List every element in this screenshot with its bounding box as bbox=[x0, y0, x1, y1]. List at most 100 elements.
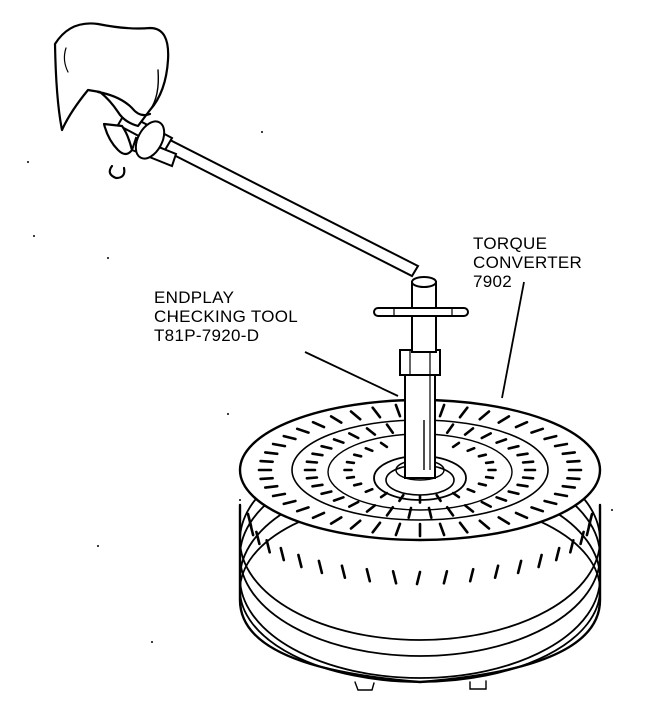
vent-slot bbox=[347, 432, 360, 440]
endplay-tool-name-line2: CHECKING TOOL bbox=[154, 307, 299, 326]
vent-slot bbox=[297, 553, 303, 569]
vent-slot bbox=[568, 538, 575, 554]
vent-slot bbox=[468, 567, 475, 583]
vent-slot bbox=[514, 511, 529, 520]
vent-slot bbox=[332, 495, 345, 502]
vent-slot bbox=[329, 516, 343, 525]
vent-slot bbox=[477, 482, 488, 487]
vent-slot bbox=[311, 420, 326, 429]
vent-slot bbox=[295, 427, 310, 434]
vent-slot bbox=[458, 406, 469, 419]
vent-slot bbox=[364, 487, 374, 494]
vent-slot bbox=[282, 434, 297, 441]
vent-slot bbox=[332, 438, 345, 445]
vent-slot bbox=[478, 410, 491, 421]
vent-slot bbox=[451, 441, 461, 449]
vent-slot bbox=[394, 522, 402, 537]
vent-slot bbox=[385, 423, 395, 435]
vent-slot bbox=[521, 460, 535, 464]
scan-speckles bbox=[27, 131, 613, 643]
torque-converter-part-number: 7902 bbox=[473, 272, 513, 291]
vent-slot bbox=[530, 506, 545, 513]
vent-slot bbox=[466, 446, 476, 453]
vent-slot bbox=[371, 521, 382, 534]
vent-slot bbox=[263, 451, 279, 456]
vent-slot bbox=[579, 530, 585, 546]
vent-slot bbox=[435, 493, 442, 503]
vent-slot bbox=[371, 406, 382, 419]
vent-slot bbox=[259, 459, 274, 464]
vent-slot bbox=[391, 569, 398, 585]
vent-slot bbox=[458, 521, 469, 534]
vent-slot bbox=[347, 500, 360, 508]
vent-slot bbox=[516, 483, 529, 488]
vent-slot bbox=[364, 446, 374, 453]
vent-slot bbox=[415, 570, 422, 586]
vent-slot bbox=[484, 475, 495, 480]
endplay-tool-icon bbox=[373, 276, 469, 479]
vent-slot bbox=[507, 490, 520, 496]
t-handle-icon bbox=[116, 111, 420, 278]
vent-slot bbox=[507, 444, 520, 450]
vent-slot bbox=[271, 442, 287, 448]
vent-slot bbox=[259, 476, 274, 481]
vent-slot bbox=[271, 492, 287, 498]
vent-slot bbox=[345, 460, 356, 465]
vent-slot bbox=[365, 504, 377, 513]
vent-slot bbox=[554, 546, 561, 562]
vent-slot bbox=[466, 487, 476, 494]
vent-slot bbox=[265, 538, 272, 554]
vent-slot bbox=[427, 506, 433, 520]
vent-slot bbox=[352, 453, 363, 458]
vent-slot bbox=[311, 483, 324, 488]
vent-slot bbox=[379, 491, 389, 499]
vent-slot bbox=[463, 504, 475, 513]
torque-converter-callout: TORQUE CONVERTER 7902 bbox=[473, 234, 582, 291]
vent-slot bbox=[553, 492, 569, 498]
torque-converter-name-line2: CONVERTER bbox=[473, 253, 583, 272]
vent-slot bbox=[561, 484, 577, 489]
vent-slot bbox=[442, 569, 449, 585]
vent-slot bbox=[279, 546, 286, 562]
vent-slot bbox=[407, 506, 413, 520]
vent-slot bbox=[352, 482, 363, 487]
vent-slot bbox=[349, 410, 362, 421]
vent-slot bbox=[566, 459, 581, 464]
vent-slot bbox=[385, 505, 395, 517]
vent-slot bbox=[478, 519, 491, 530]
vent-slot bbox=[497, 415, 511, 424]
endplay-tool-part-number: T81P-7920-D bbox=[154, 326, 260, 345]
vent-slot bbox=[349, 519, 362, 530]
vent-slot bbox=[282, 499, 297, 506]
vent-slot bbox=[516, 559, 523, 575]
vent-slot bbox=[320, 444, 333, 450]
vent-slot bbox=[295, 506, 310, 513]
vent-slot bbox=[537, 553, 543, 569]
vent-slot bbox=[521, 476, 535, 480]
torque-converter-name: TORQUE bbox=[473, 234, 548, 253]
vent-slot bbox=[311, 452, 324, 457]
vent-slot bbox=[497, 516, 511, 525]
vent-slot bbox=[379, 441, 389, 449]
vent-slot bbox=[463, 427, 475, 436]
vent-slot bbox=[445, 423, 455, 435]
vent-slot bbox=[445, 505, 455, 517]
vent-slot bbox=[305, 460, 319, 464]
vent-slot bbox=[484, 460, 495, 465]
vent-slot bbox=[255, 530, 261, 546]
endplay-tool-leader bbox=[304, 351, 399, 397]
vent-slot bbox=[477, 453, 488, 458]
vent-slot bbox=[438, 522, 446, 537]
vent-slot bbox=[263, 484, 279, 489]
vent-slot bbox=[495, 438, 508, 445]
vent-slot bbox=[305, 476, 319, 480]
vent-slot bbox=[451, 491, 461, 499]
vent-slot bbox=[480, 432, 493, 440]
vent-slot bbox=[561, 451, 577, 456]
vent-slot bbox=[493, 564, 500, 580]
vent-slot bbox=[317, 559, 324, 575]
vent-slot bbox=[329, 415, 343, 424]
vent-slot bbox=[320, 490, 333, 496]
